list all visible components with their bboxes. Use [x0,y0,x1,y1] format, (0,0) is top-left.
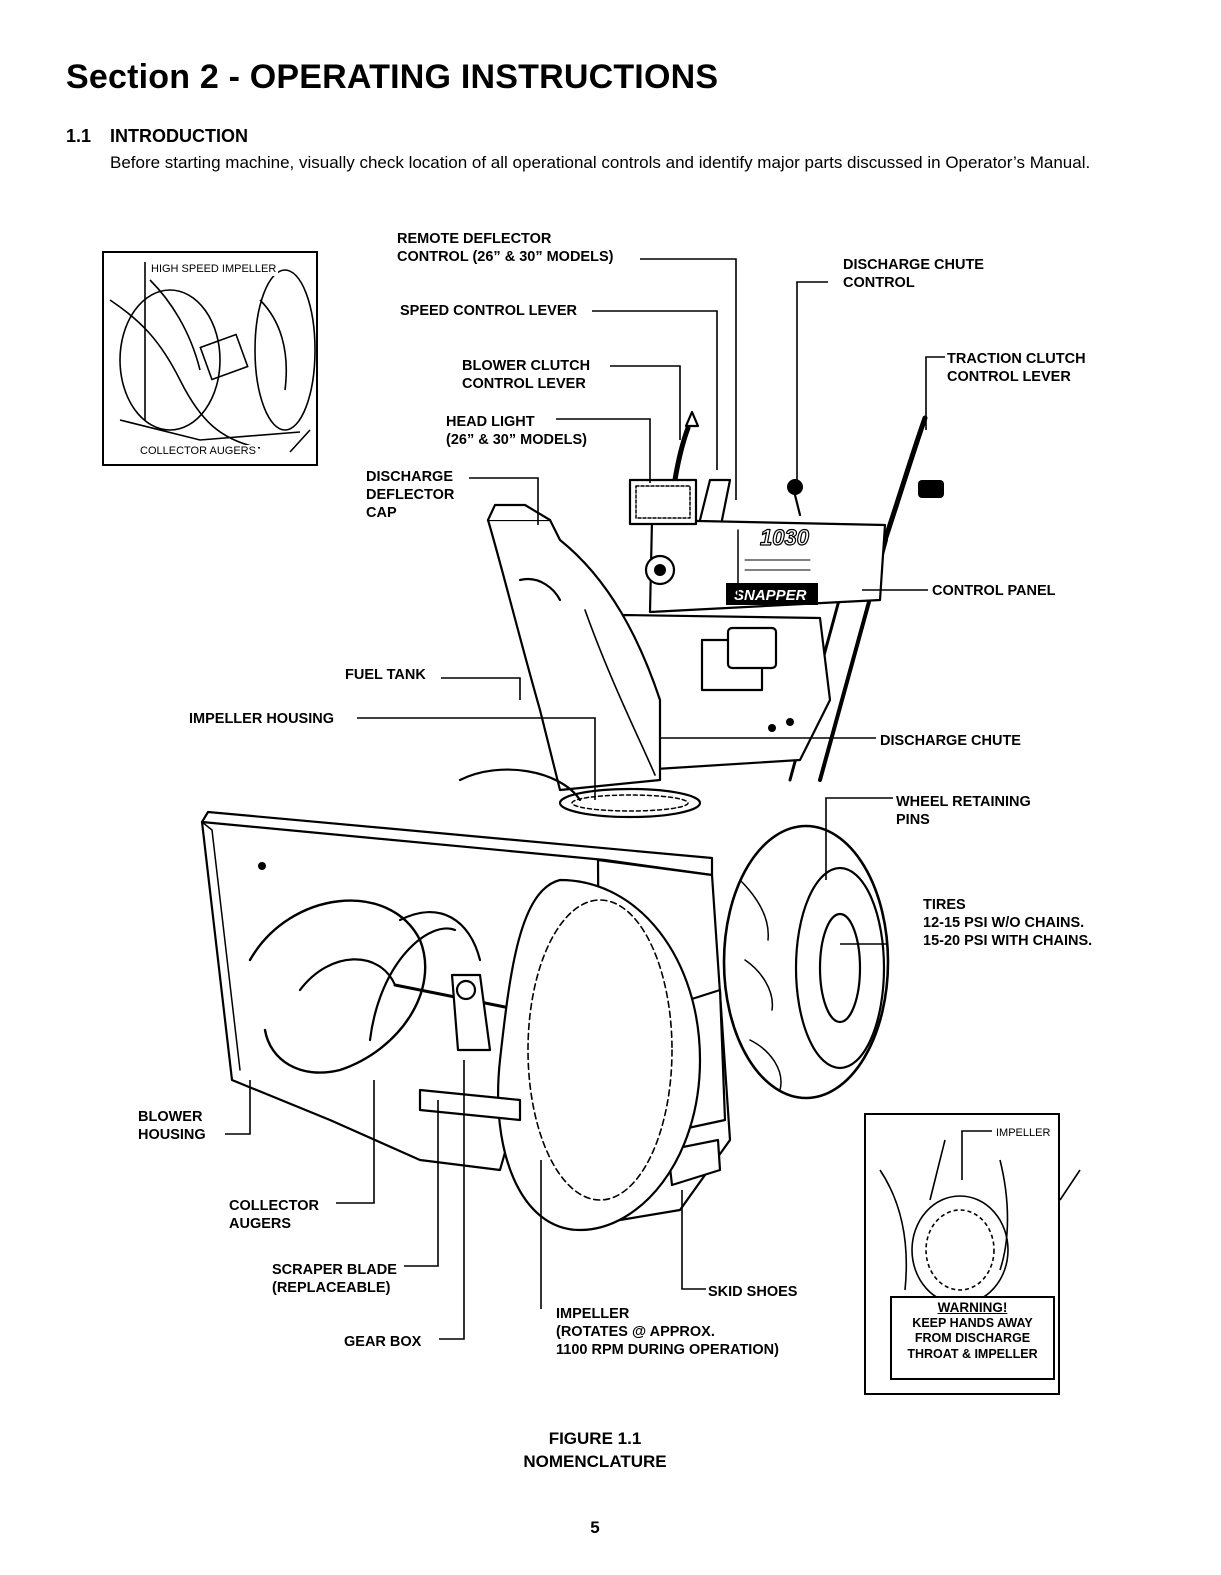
label-fuel-tank: FUEL TANK [345,667,426,683]
figure-caption: NOMENCLATURE [523,1452,667,1471]
label-blower-clutch-control-lever: BLOWER CLUTCH CONTROL LEVER [462,358,591,392]
label-traction-clutch-control-lever: TRACTION CLUTCH CONTROL LEVER [947,351,1086,385]
figure-number: FIGURE 1.1 [548,1429,642,1448]
warning-box: WARNING! KEEP HANDS AWAY FROM DISCHARGE … [890,1296,1055,1380]
brand-badge: SNAPPER [734,587,807,604]
warning-text: KEEP HANDS AWAY FROM DISCHARGE THROAT & … [907,1315,1038,1361]
label-impeller-housing: IMPELLER HOUSING [189,711,335,727]
label-discharge-chute-control: DISCHARGE CHUTE CONTROL [843,257,984,291]
intro-paragraph: Before starting machine, visually check … [110,153,1091,172]
label-wheel-retaining-pins: WHEEL RETAINING PINS [896,794,1031,828]
label-collector-augers: COLLECTOR AUGERS [229,1198,319,1232]
warning-title: WARNING! [937,1300,1008,1315]
inset-label-impeller: IMPELLER [994,1127,1053,1140]
label-impeller: IMPELLER (ROTATES @ APPROX. 1100 RPM DUR… [556,1306,779,1358]
inset-impeller-warning: IMPELLER [864,1113,1060,1395]
label-scraper-blade: SCRAPER BLADE (REPLACEABLE) [272,1262,397,1296]
label-discharge-deflector-cap: DISCHARGE DEFLECTOR CAP [366,469,455,521]
label-speed-control-lever: SPEED CONTROL LEVER [400,303,577,319]
inset-label-high-speed-impeller: HIGH SPEED IMPELLER [149,263,279,276]
label-skid-shoes: SKID SHOES [708,1284,798,1300]
inset-high-speed-impeller: HIGH SPEED IMPELLER COLLECTOR AUGERS [102,251,318,466]
label-blower-housing: BLOWER HOUSING [138,1109,206,1143]
label-discharge-chute: DISCHARGE CHUTE [880,733,1021,749]
model-badge: 1030 [760,525,810,550]
label-head-light: HEAD LIGHT (26” & 30” MODELS) [446,414,587,448]
page-title: Section 2 - OPERATING INSTRUCTIONS [66,58,719,96]
label-gear-box: GEAR BOX [344,1334,422,1350]
label-tires: TIRES 12-15 PSI W/O CHAINS. 15-20 PSI WI… [923,897,1093,949]
page-number: 5 [590,1518,600,1537]
section-heading: INTRODUCTION [110,126,248,146]
inset-label-collector-augers: COLLECTOR AUGERS [138,445,258,458]
label-remote-deflector-control: REMOTE DEFLECTOR CONTROL (26” & 30” MODE… [397,231,614,265]
section-number: 1.1 [66,126,92,146]
label-control-panel: CONTROL PANEL [932,583,1056,599]
